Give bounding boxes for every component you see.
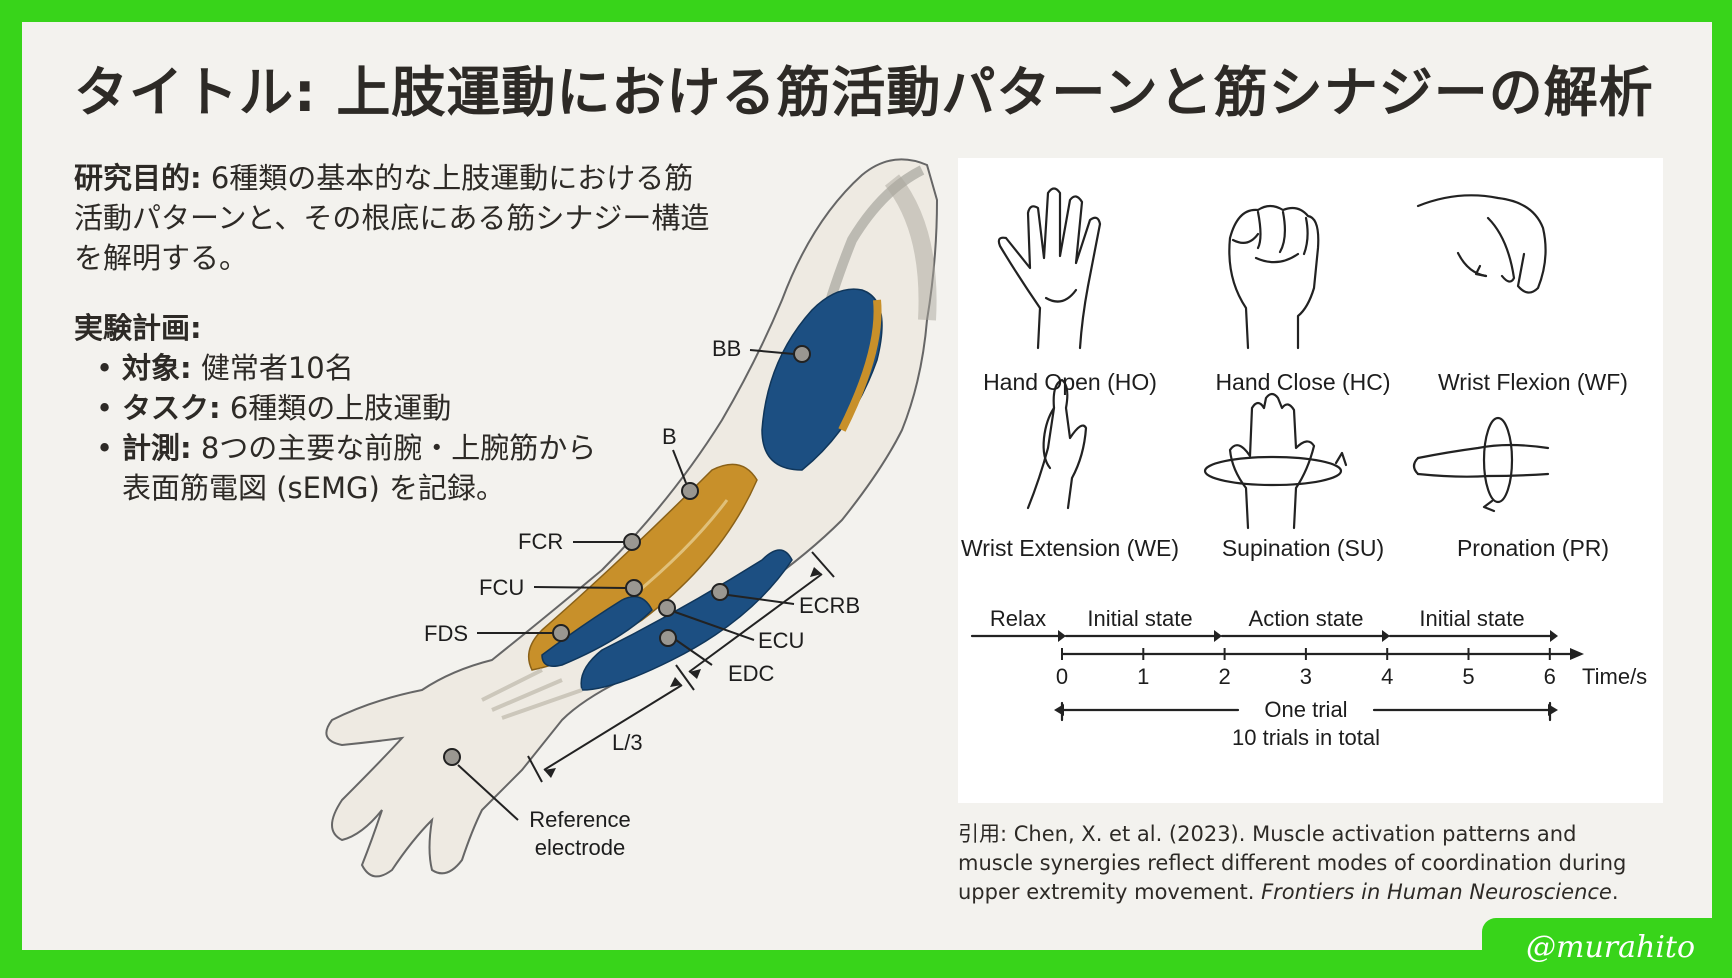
timeline-tick-label: 3 [1300, 664, 1312, 689]
phase-relax: Relax [990, 606, 1046, 631]
caption-wf: Wrist Flexion (WF) [1438, 369, 1628, 395]
total-trials-label: 10 trials in total [1232, 725, 1380, 750]
hand-open-icon [997, 187, 1102, 350]
caption-su: Supination (SU) [1222, 535, 1384, 561]
phase-initial-1: Initial state [1087, 606, 1192, 631]
plan-item-text: 8つの主要な前腕・上腕筋から表面筋電図 (sEMG) を記録。 [122, 431, 597, 505]
caption-pr: Pronation (PR) [1457, 535, 1609, 561]
plan-item-label: タスク: [122, 391, 221, 425]
timeline-ticks [1061, 648, 1551, 660]
plan-item-label: 対象: [122, 351, 192, 385]
caption-we: Wrist Extension (WE) [961, 535, 1179, 561]
plan-item-label: 計測: [122, 431, 192, 465]
timeline-tick-label: 4 [1381, 664, 1393, 689]
timeline-diagram [970, 634, 1572, 722]
caption-hc: Hand Close (HC) [1215, 369, 1390, 395]
supination-icon [1203, 392, 1348, 530]
timeline-tick-label: 1 [1137, 664, 1149, 689]
citation: 引用: Chen, X. et al. (2023). Muscle activ… [958, 820, 1658, 907]
movement-diagram: Hand Open (HO) Hand Close (HC) Wrist Fle… [961, 187, 1647, 750]
caption-ho: Hand Open (HO) [983, 369, 1157, 395]
plan-item-text: 健常者10名 [191, 351, 354, 385]
watermark: @murahito [1482, 918, 1732, 978]
timeline-tick-label: 0 [1056, 664, 1068, 689]
citation-suffix: . [1611, 880, 1619, 904]
purpose-paragraph: 研究目的: 6種類の基本的な上肢運動における筋活動パターンと、その根底にある筋シ… [74, 158, 714, 278]
plan-item-measure: 計測: 8つの主要な前腕・上腕筋から表面筋電図 (sEMG) を記録。 [96, 428, 622, 508]
plan-item-task: タスク: 6種類の上肢運動 [96, 388, 714, 428]
purpose-label: 研究目的: [74, 161, 202, 195]
timeline-tick-label: 5 [1462, 664, 1474, 689]
timeline-arrowheads [1054, 630, 1584, 716]
movement-panel: Hand Open (HO) Hand Close (HC) Wrist Fle… [958, 158, 1663, 803]
plan-list: 対象: 健常者10名 タスク: 6種類の上肢運動 計測: 8つの主要な前腕・上腕… [74, 348, 714, 508]
description-block: 研究目的: 6種類の基本的な上肢運動における筋活動パターンと、その根底にある筋シ… [74, 158, 714, 508]
axis-unit: Time/s [1582, 664, 1647, 689]
plan-item-text: 6種類の上肢運動 [220, 391, 452, 425]
wrist-flexion-icon [1416, 194, 1547, 294]
timeline-tick-labels: 0 1 2 3 4 5 6 [1056, 664, 1556, 689]
citation-text: 引用: Chen, X. et al. (2023). Muscle activ… [958, 822, 1627, 904]
wrist-extension-icon [1026, 378, 1088, 510]
timeline-tick-label: 6 [1544, 664, 1556, 689]
watermark-text: @murahito [1526, 930, 1696, 965]
hand-close-icon [1228, 204, 1320, 350]
one-trial-label: One trial [1264, 697, 1347, 722]
citation-journal: Frontiers in Human Neuroscience [1261, 880, 1612, 904]
slide-title: タイトル: 上肢運動における筋活動パターンと筋シナジーの解析 [74, 61, 1654, 124]
phase-action: Action state [1249, 606, 1364, 631]
slide: タイトル: 上肢運動における筋活動パターンと筋シナジーの解析 研究目的: 6種類… [22, 22, 1712, 950]
plan-heading: 実験計画: [74, 311, 202, 345]
timeline-tick-label: 2 [1218, 664, 1230, 689]
phase-initial-2: Initial state [1419, 606, 1524, 631]
plan-item-subject: 対象: 健常者10名 [96, 348, 714, 388]
pronation-icon [1412, 416, 1550, 513]
